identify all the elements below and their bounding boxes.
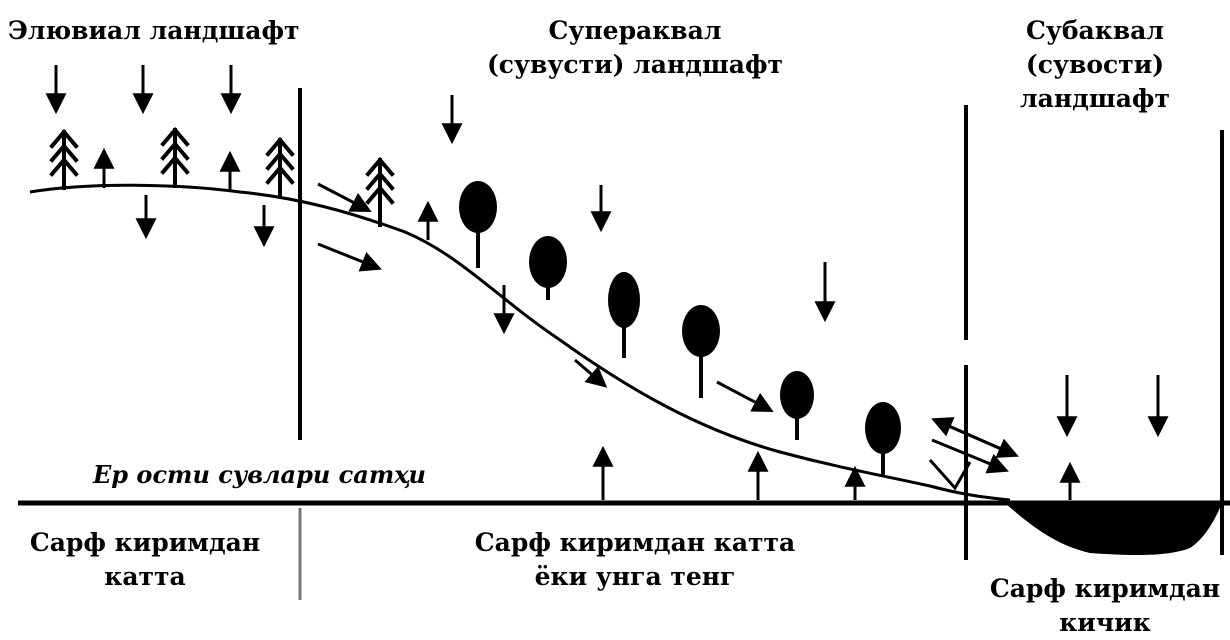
- balance-superaqual-line1: Сарф киримдан катта: [474, 528, 796, 557]
- flow-arrow-icon: [931, 417, 1016, 457]
- conifer-tree-icon: [265, 136, 295, 196]
- balance-label-subaqual: Сарф киримдан кичик: [980, 572, 1230, 640]
- subaqual-zone-suffix: ландшафт: [1020, 84, 1170, 113]
- flow-arrow-icon: [716, 380, 774, 412]
- conifer-tree-icon: [365, 156, 395, 227]
- groundwater-level-label: Ер ости сувлари сатҳи: [93, 460, 426, 489]
- flow-arrow-icon: [317, 242, 382, 272]
- deciduous-tree-icon: [682, 305, 720, 398]
- balance-eluvial-line2: катта: [104, 562, 186, 591]
- subaqual-zone-label: Субаквал (сувости) ландшафт: [1010, 14, 1180, 116]
- water-body: [1005, 503, 1222, 556]
- balance-subaqual-line2: кичик: [1059, 608, 1151, 637]
- eluvial-zone-title: Элювиал ландшафт: [8, 16, 300, 45]
- superaqual-zone-title: Супераквал: [548, 16, 722, 45]
- subaqual-zone-subtitle: (сувости): [1025, 50, 1165, 79]
- conifer-tree-icon: [160, 126, 190, 188]
- flow-arrow-icon: [931, 438, 1009, 474]
- balance-label-superaqual: Сарф киримдан катта ёки унга тенг: [455, 526, 815, 594]
- balance-label-eluvial: Сарф киримдан катта: [20, 526, 270, 594]
- flow-arrow-icon: [928, 459, 972, 491]
- ground-surface-line: [29, 183, 1011, 502]
- deciduous-tree-icon: [459, 181, 497, 268]
- balance-superaqual-line2: ёки унга тенг: [534, 562, 736, 591]
- flow-arrow-icon: [317, 182, 372, 212]
- eluvial-zone-label: Элювиал ландшафт: [8, 14, 299, 48]
- deciduous-tree-icon: [608, 272, 640, 358]
- deciduous-tree-icon: [529, 236, 567, 300]
- superaqual-zone-subtitle: (сувусти) ландшафт: [486, 50, 784, 79]
- superaqual-zone-label: Супераквал (сувусти) ландшафт: [470, 14, 800, 82]
- subaqual-zone-title: Субаквал: [1025, 16, 1165, 45]
- balance-eluvial-line1: Сарф киримдан: [29, 528, 261, 557]
- deciduous-tree-icon: [780, 371, 814, 440]
- conifer-tree-icon: [49, 128, 79, 190]
- flow-arrow-icon: [574, 358, 608, 388]
- balance-subaqual-line1: Сарф киримдан: [989, 574, 1221, 603]
- deciduous-tree-icon: [865, 402, 901, 475]
